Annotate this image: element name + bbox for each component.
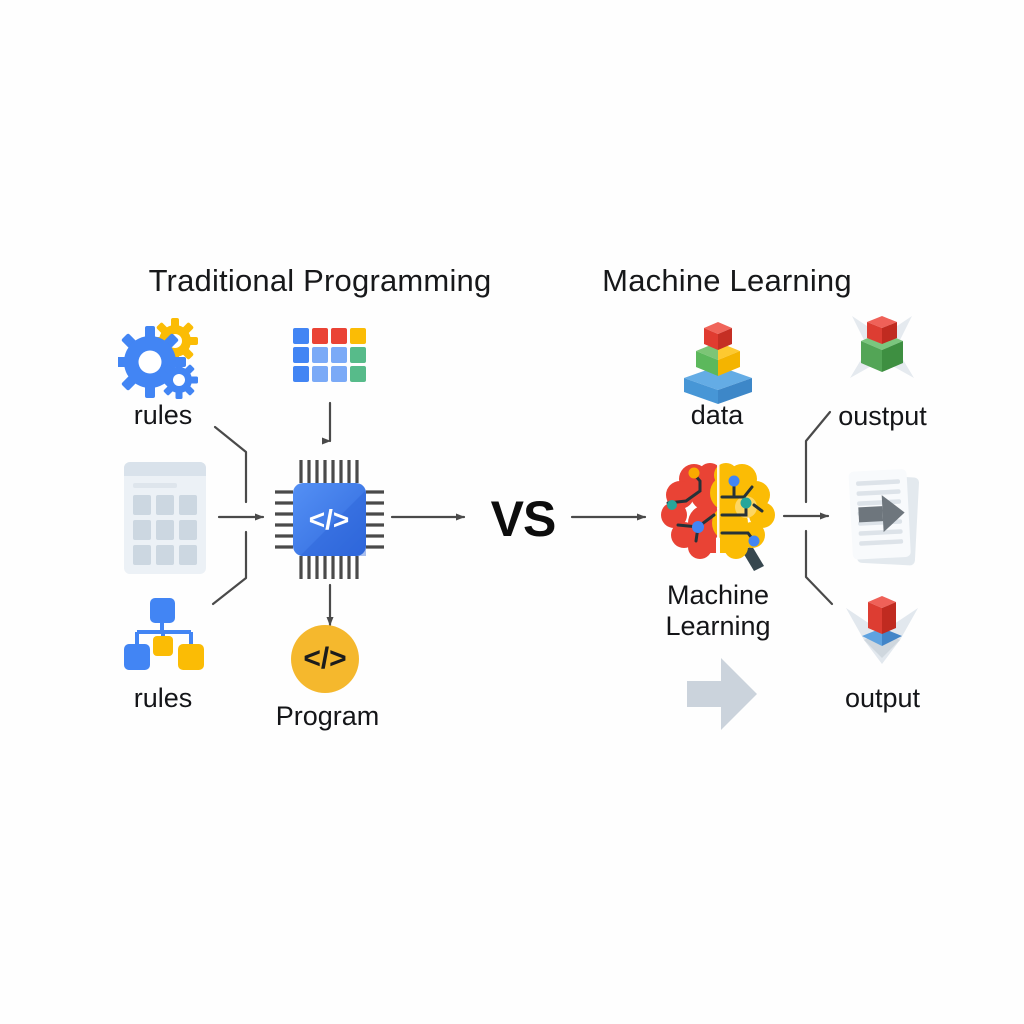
chip-code-symbol: </> — [309, 504, 349, 535]
spreadsheet-cells — [124, 488, 206, 572]
color-grid-icon — [293, 328, 366, 382]
spreadsheet-title-line — [133, 483, 177, 488]
connector-output-top — [804, 410, 832, 504]
vs-text: VS — [490, 491, 557, 547]
connector-rules-bottom — [211, 530, 248, 606]
program-circle-icon: </> — [291, 625, 359, 693]
star-cubes-icon — [850, 316, 914, 378]
output-top-label: oustput — [838, 401, 927, 431]
grid-cell — [293, 347, 309, 363]
program-code-symbol: </> — [303, 642, 347, 675]
chip-code-icon: </> — [275, 460, 384, 579]
grid-cell — [312, 347, 328, 363]
brain-caption-line1: Machine — [666, 580, 770, 610]
flowchart-icon — [124, 598, 204, 670]
program-label: Program — [275, 701, 380, 731]
grid-cell — [293, 328, 309, 344]
spreadsheet-icon — [124, 462, 206, 574]
rules-bottom-label: rules — [133, 683, 193, 713]
gears-icon — [118, 318, 198, 399]
output-bottom-label: output — [844, 683, 921, 713]
brain-caption-line2: Learning — [665, 611, 771, 641]
grid-cell — [350, 366, 366, 382]
brain-caption: Machine Learning — [633, 580, 803, 642]
grid-cell — [293, 366, 309, 382]
grid-cell — [312, 366, 328, 382]
grid-cell — [312, 328, 328, 344]
connector-output-bottom — [804, 529, 834, 606]
spreadsheet-header — [124, 462, 206, 476]
grid-cell — [350, 347, 366, 363]
title-traditional-programming: Traditional Programming — [148, 263, 492, 298]
connector-rules-top — [213, 425, 248, 504]
brain-icon — [661, 463, 775, 571]
grid-cell — [350, 328, 366, 344]
data-pyramid-icon — [684, 322, 752, 404]
grid-cell — [331, 366, 347, 382]
data-label: data — [690, 400, 744, 430]
grid-cell — [331, 347, 347, 363]
title-machine-learning: Machine Learning — [602, 263, 852, 298]
pedestal-cubes-icon — [846, 596, 918, 664]
document-arrow-icon — [848, 469, 920, 566]
grid-cell — [331, 328, 347, 344]
gray-arrow-right-icon — [687, 658, 757, 730]
rules-top-label: rules — [133, 400, 193, 430]
